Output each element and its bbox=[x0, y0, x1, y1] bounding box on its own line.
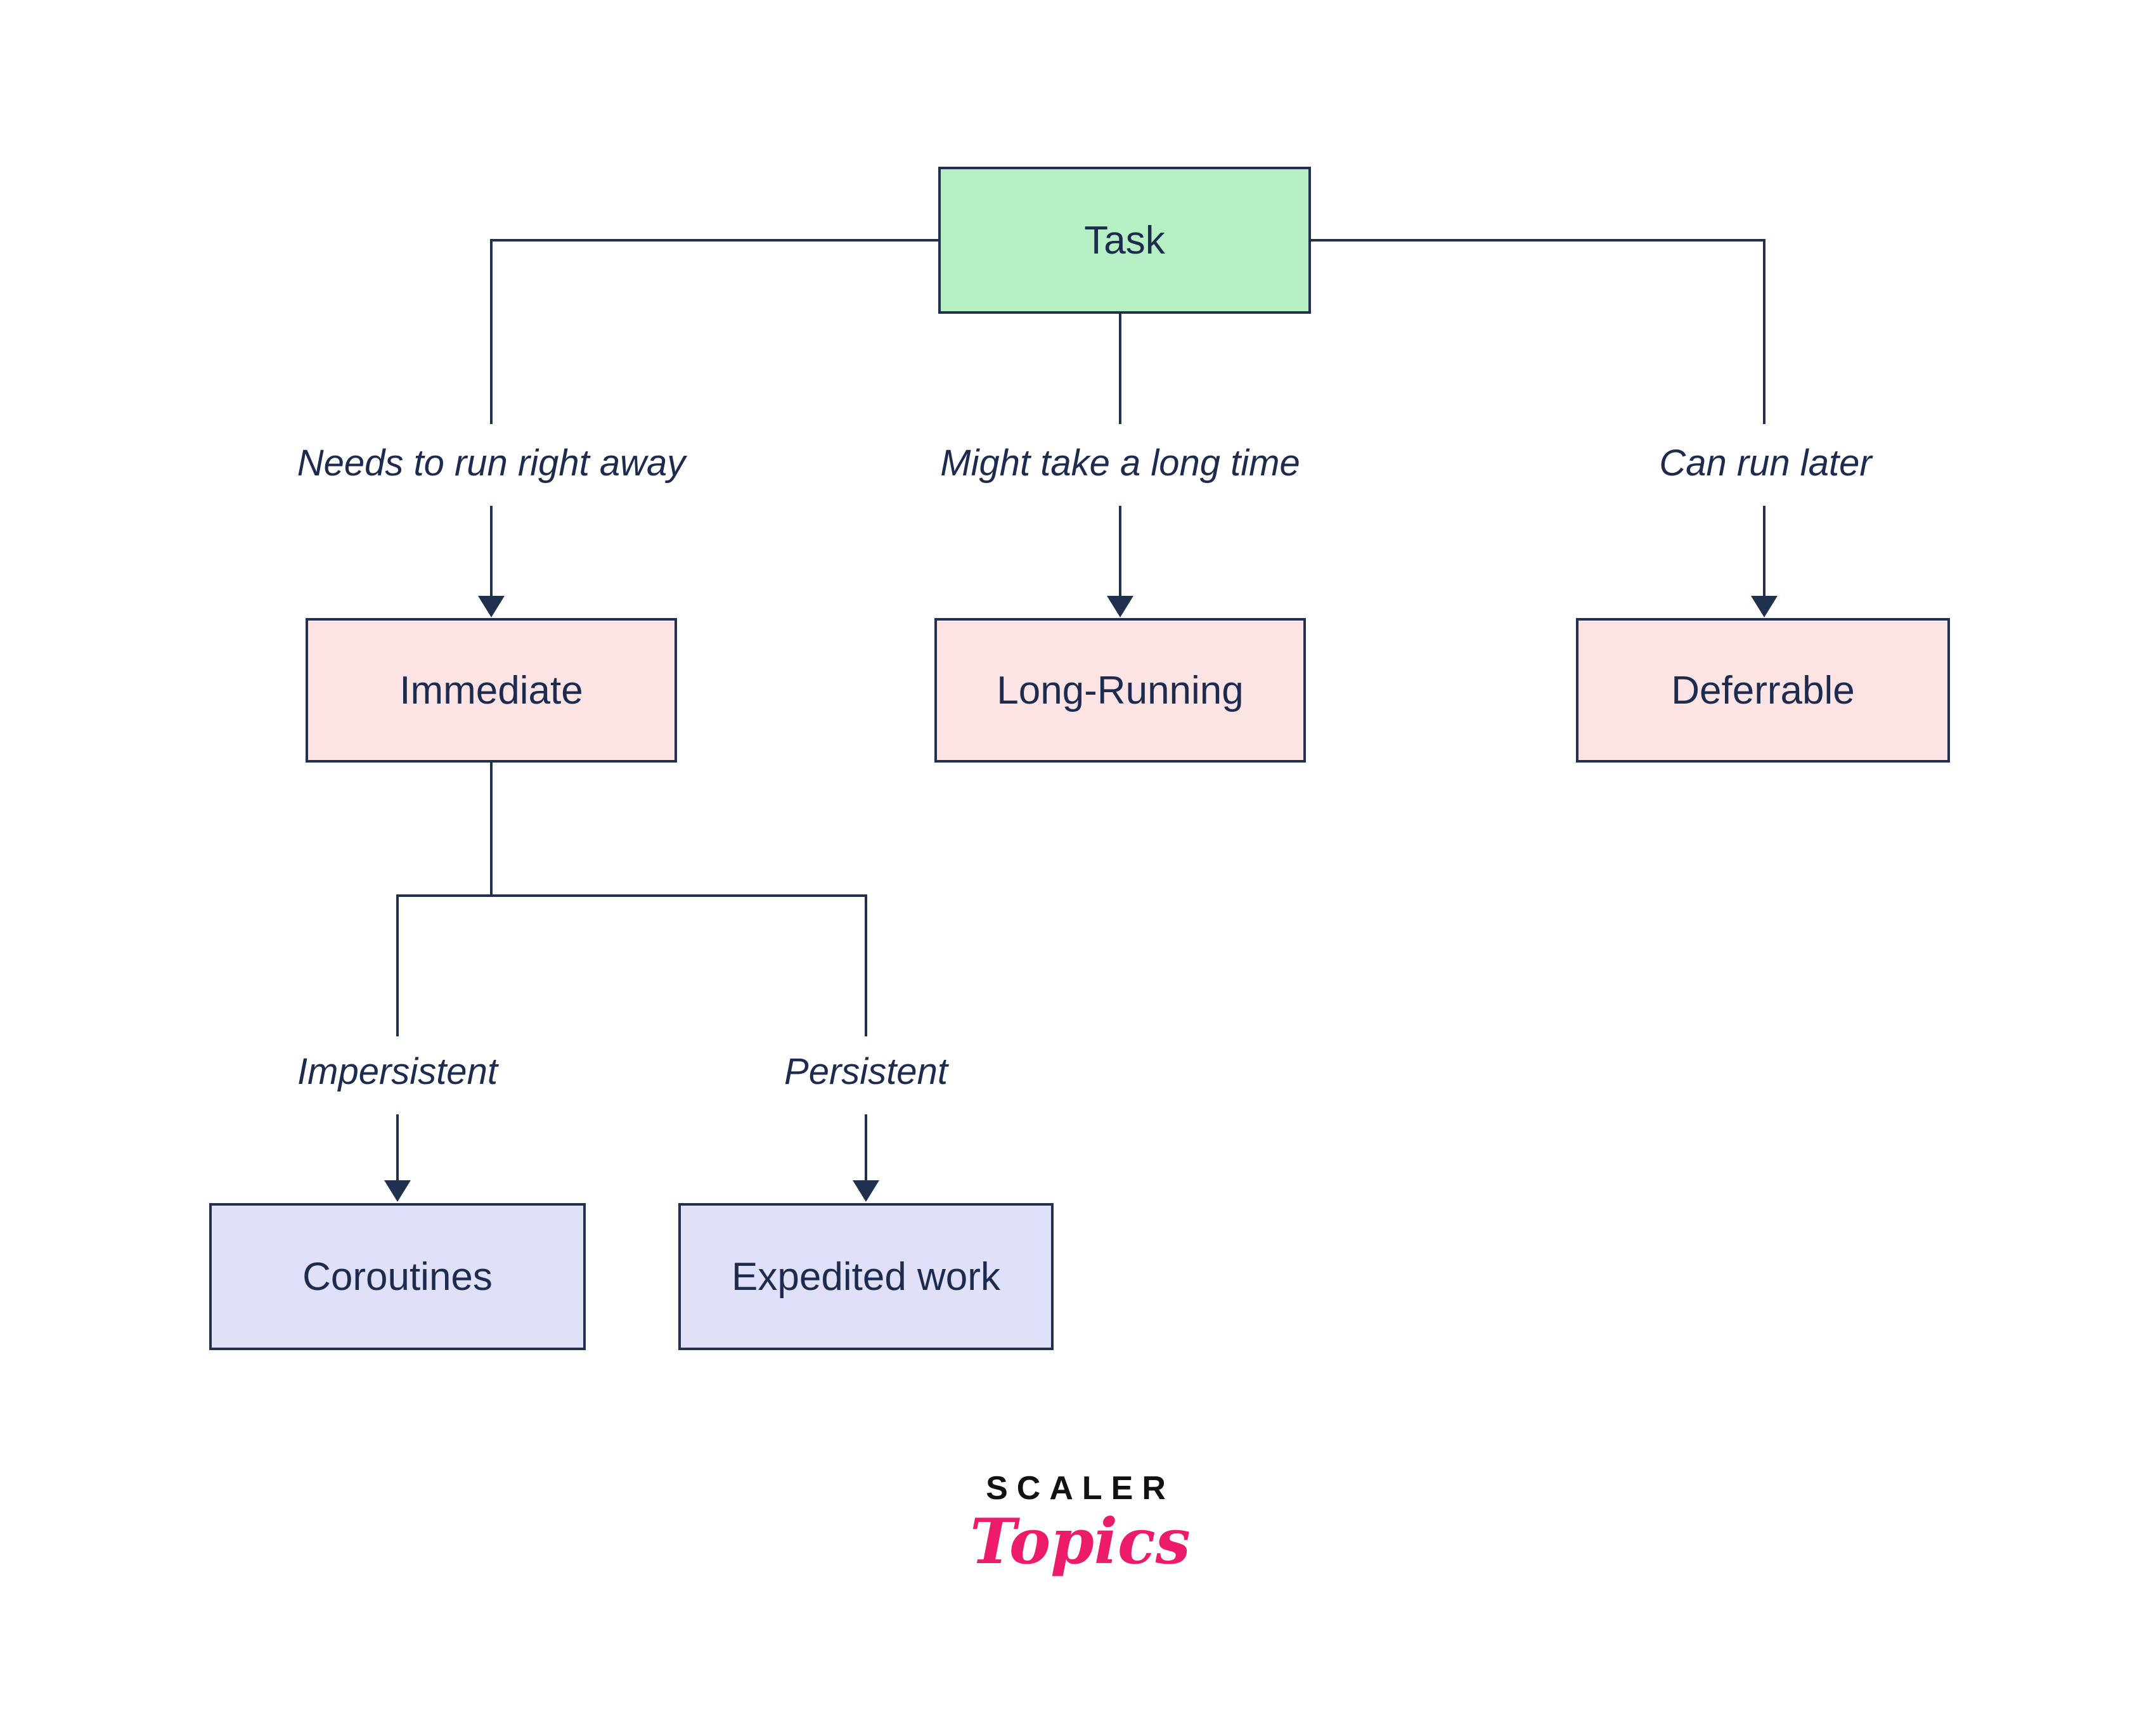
connector-task-longrunning-vertical-upper bbox=[1119, 312, 1121, 424]
logo-text-topics: Topics bbox=[970, 1505, 1191, 1578]
scaler-topics-logo: SCALER Topics bbox=[970, 1469, 1191, 1573]
connector-expedited-vertical-lower bbox=[865, 1114, 867, 1182]
node-immediate-label: Immediate bbox=[399, 668, 583, 712]
connector-task-immediate-vertical-upper bbox=[490, 239, 493, 424]
logo-text-scaler: SCALER bbox=[986, 1470, 1175, 1507]
node-immediate: Immediate bbox=[306, 618, 677, 763]
edge-label-needs-to-run-right-away: Needs to run right away bbox=[297, 442, 686, 484]
arrowhead-expedited-work bbox=[853, 1180, 879, 1202]
connector-task-longrunning-vertical-lower bbox=[1119, 506, 1121, 598]
node-coroutines-label: Coroutines bbox=[302, 1254, 493, 1299]
arrowhead-deferrable bbox=[1751, 596, 1778, 617]
connector-immediate-stem bbox=[490, 761, 493, 897]
connector-task-deferrable-horizontal bbox=[1310, 239, 1765, 242]
node-task: Task bbox=[938, 167, 1311, 314]
connector-task-deferrable-vertical-upper bbox=[1763, 239, 1765, 424]
arrowhead-longrunning bbox=[1107, 596, 1133, 617]
node-expedited-work: Expedited work bbox=[678, 1203, 1054, 1350]
arrowhead-coroutines bbox=[384, 1180, 411, 1202]
connector-task-immediate-horizontal bbox=[490, 239, 939, 242]
connector-coroutines-vertical-upper bbox=[396, 894, 399, 1036]
connector-expedited-vertical-upper bbox=[865, 894, 867, 1036]
edge-label-impersistent: Impersistent bbox=[297, 1051, 498, 1092]
connector-coroutines-vertical-lower bbox=[396, 1114, 399, 1182]
connector-immediate-children-horizontal bbox=[396, 894, 867, 897]
node-coroutines: Coroutines bbox=[209, 1203, 586, 1350]
node-deferrable-label: Deferrable bbox=[1671, 668, 1855, 712]
edge-label-persistent: Persistent bbox=[784, 1051, 948, 1092]
node-long-running-label: Long-Running bbox=[997, 668, 1244, 712]
arrowhead-immediate bbox=[478, 596, 505, 617]
node-expedited-work-label: Expedited work bbox=[732, 1254, 1000, 1299]
node-task-label: Task bbox=[1084, 218, 1165, 262]
edge-label-can-run-later: Can run later bbox=[1659, 442, 1872, 484]
connector-task-immediate-vertical-lower bbox=[490, 506, 493, 598]
connector-task-deferrable-vertical-lower bbox=[1763, 506, 1765, 598]
node-deferrable: Deferrable bbox=[1576, 618, 1950, 763]
node-long-running: Long-Running bbox=[934, 618, 1306, 763]
edge-label-might-take-a-long-time: Might take a long time bbox=[940, 442, 1300, 484]
